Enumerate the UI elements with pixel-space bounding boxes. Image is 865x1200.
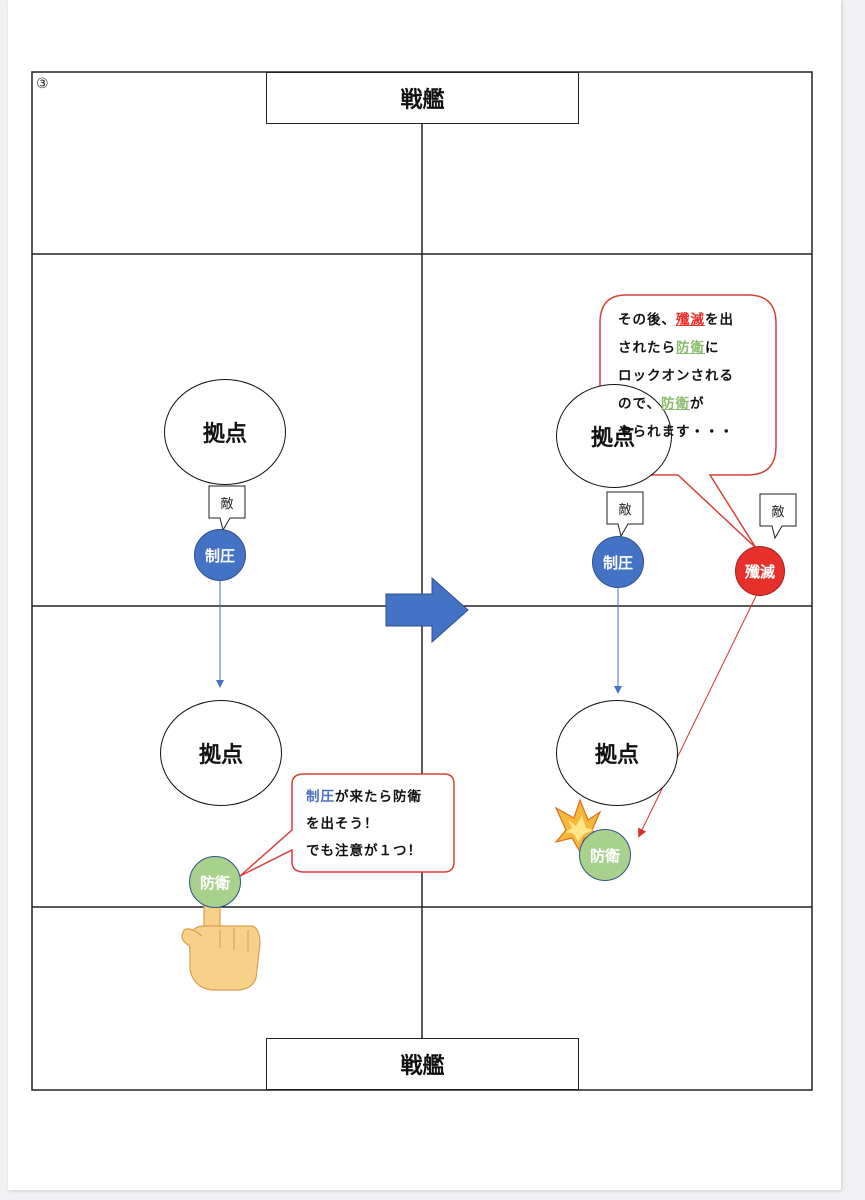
bubble-right-line2: されたら防衛に — [618, 340, 720, 356]
pointing-hand-icon — [181, 895, 261, 991]
defense-unit-right: 防衛 — [579, 829, 631, 881]
defense-unit-left: 防衛 — [189, 856, 241, 908]
bubble-left-shape — [239, 773, 455, 877]
battleship-top-label: 戦艦 — [266, 72, 579, 124]
enemy-tag-center: 敵 — [618, 502, 632, 518]
transition-arrow-icon — [385, 576, 469, 644]
bubble-left-line1: 制圧が来たら防衛 — [306, 789, 422, 805]
bubble-right-line5: やられます・・・ — [618, 424, 734, 440]
base-left-upper: 拠点 — [164, 379, 286, 485]
bubble-left-line2: を出そう！ — [306, 816, 379, 832]
bubble-left-text: 制圧が来たら防衛 を出そう！ でも注意が１つ！ — [306, 784, 452, 865]
base-right-lower: 拠点 — [556, 700, 678, 806]
enemy-tag-shape-center — [606, 491, 644, 538]
map-grid — [31, 71, 813, 1091]
bubble-left-line3: でも注意が１つ！ — [306, 843, 422, 859]
enemy-tag-shape-right — [759, 493, 797, 540]
suppress-unit-left: 制圧 — [194, 529, 246, 581]
annihilate-unit: 殲滅 — [735, 546, 785, 596]
page-number: ③ — [36, 76, 49, 92]
base-right-upper: 拠点 — [556, 384, 672, 488]
battleship-bottom-label: 戦艦 — [266, 1038, 579, 1090]
bubble-right-line3: ロックオンされる — [618, 368, 734, 384]
lockon-arrow — [638, 593, 758, 838]
enemy-tag-left: 敵 — [220, 496, 234, 512]
base-left-lower: 拠点 — [160, 700, 282, 806]
bubble-right-shape — [599, 294, 777, 549]
enemy-tag-right: 敵 — [771, 504, 785, 520]
enemy-tag-shape-left — [208, 485, 246, 532]
bubble-right-line1: その後、殲滅を出 — [618, 312, 734, 328]
suppress-unit-right: 制圧 — [592, 536, 644, 588]
bubble-right-line4: ので、防衛が — [618, 396, 705, 412]
document-page: ③ 戦艦 戦艦 拠点 拠点 拠点 拠点 敵 敵 敵 制圧 制圧 殲滅 防衛 防衛… — [8, 0, 841, 1190]
bubble-right-text: その後、殲滅を出 されたら防衛に ロックオンされる ので、防衛が やられます・・… — [618, 306, 770, 446]
